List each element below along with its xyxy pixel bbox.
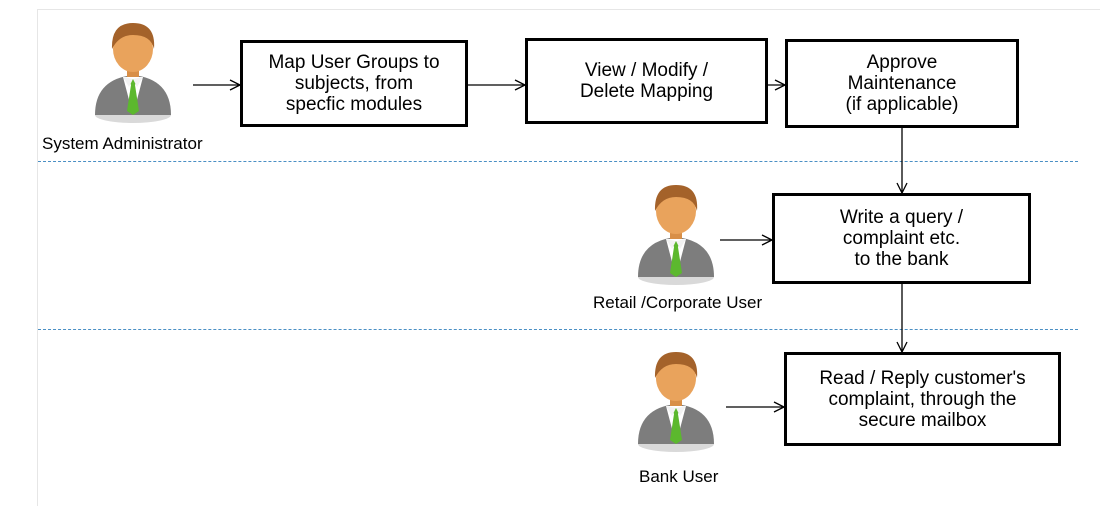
system-admin-person-icon	[95, 23, 171, 123]
frame-top-line	[38, 9, 1100, 10]
actor-label-system-admin: System Administrator	[42, 134, 203, 153]
frame-left-line	[37, 9, 38, 506]
lane-divider-1	[38, 161, 1078, 162]
lane-divider-2	[38, 329, 1078, 330]
step-map-user-groups: Map User Groups to subjects, from specfi…	[240, 40, 468, 127]
step-write-query: Write a query / complaint etc. to the ba…	[772, 193, 1031, 284]
bank-user-person-icon	[638, 352, 714, 452]
step-view-modify-delete: View / Modify / Delete Mapping	[525, 38, 768, 124]
step-read-reply: Read / Reply customer's complaint, throu…	[784, 352, 1061, 446]
actor-label-retail-user: Retail /Corporate User	[593, 293, 763, 312]
retail-user-person-icon	[638, 185, 714, 285]
actor-label-bank-user: Bank User	[639, 467, 719, 486]
step-approve-maintenance: Approve Maintenance (if applicable)	[785, 39, 1019, 128]
